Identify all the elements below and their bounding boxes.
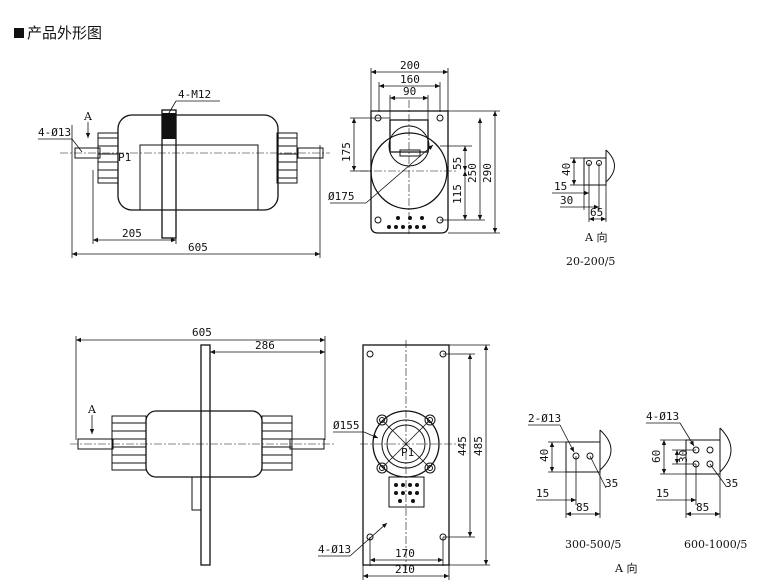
td-dim-65: 65 [590, 206, 603, 219]
top-dim-175: 175 [340, 142, 353, 162]
d6-dim-30: 30 [677, 450, 690, 463]
top-dim-160: 160 [400, 73, 420, 86]
bf-dim-445: 445 [456, 436, 469, 456]
top-detail-a: 40 15 30 65 A 向 20-200/5 [552, 149, 615, 268]
d6-dim-85: 85 [696, 501, 709, 514]
bf-dim-170: 170 [395, 547, 415, 560]
bf-dim-485: 485 [472, 436, 485, 456]
bottom-front-view: P1 445 485 170 210 4-Ø13 [318, 340, 490, 580]
bottom-view-label: A 向 [614, 561, 637, 575]
d6-dim-60: 60 [650, 450, 663, 463]
bf-dim-210: 210 [395, 563, 415, 576]
d6-model: 600-1000/5 [684, 538, 747, 551]
d3-dim-35: 35 [605, 477, 618, 490]
bs-dim-605: 605 [192, 326, 212, 339]
top-dim-250: 250 [466, 163, 479, 183]
top-dim-200: 200 [400, 59, 420, 72]
bs-view-a: A [87, 403, 97, 416]
td-model: 20-200/5 [566, 255, 615, 268]
bs-dim-d155: Ø155 [333, 419, 360, 432]
d6-dim-15: 15 [656, 487, 669, 500]
top-dim-205: 205 [122, 227, 142, 240]
top-dim-115: 115 [451, 184, 464, 204]
top-view-a-label: A [83, 110, 93, 123]
d3-dim-40: 40 [538, 449, 551, 462]
top-dim-55: 55 [451, 157, 464, 170]
drawing-title: 产品外形图 [14, 22, 102, 43]
td-dim-15: 15 [554, 180, 567, 193]
d6-dim-35: 35 [725, 477, 738, 490]
top-p1-label: P1 [118, 151, 131, 164]
d3-dim-85: 85 [576, 501, 589, 514]
title-text: 产品外形图 [27, 24, 103, 42]
d6-hole-label: 4-Ø13 [646, 410, 679, 423]
top-dim-605: 605 [188, 241, 208, 254]
bf-hole-label: 4-Ø13 [318, 543, 351, 556]
td-dim-40: 40 [560, 163, 573, 176]
td-view-label: A 向 [584, 230, 607, 244]
title-square-icon [14, 27, 24, 38]
top-front-view: 200 160 90 175 55 115 250 290 Ø175 [328, 59, 500, 235]
d3-hole-label: 2-Ø13 [528, 412, 561, 425]
td-dim-30: 30 [560, 194, 573, 207]
d3-dim-15: 15 [536, 487, 549, 500]
bf-p1: P1 [401, 446, 414, 459]
top-dim-d175: Ø175 [328, 190, 355, 203]
top-thread-label: 4-M12 [178, 88, 211, 101]
top-dim-90: 90 [403, 85, 416, 98]
top-side-view: 4-Ø13 4-M12 A P1 205 605 [38, 88, 330, 258]
top-dim-290: 290 [481, 163, 494, 183]
bottom-side-view: 605 286 A Ø155 [70, 326, 379, 566]
detail-300-500: 2-Ø13 40 35 15 85 300-500/5 [528, 412, 621, 551]
bs-dim-286: 286 [255, 339, 275, 352]
d3-model: 300-500/5 [565, 538, 621, 551]
detail-600-1000: 4-Ø13 60 30 35 15 85 600-1000/5 [646, 410, 747, 551]
top-hole-label: 4-Ø13 [38, 126, 71, 139]
